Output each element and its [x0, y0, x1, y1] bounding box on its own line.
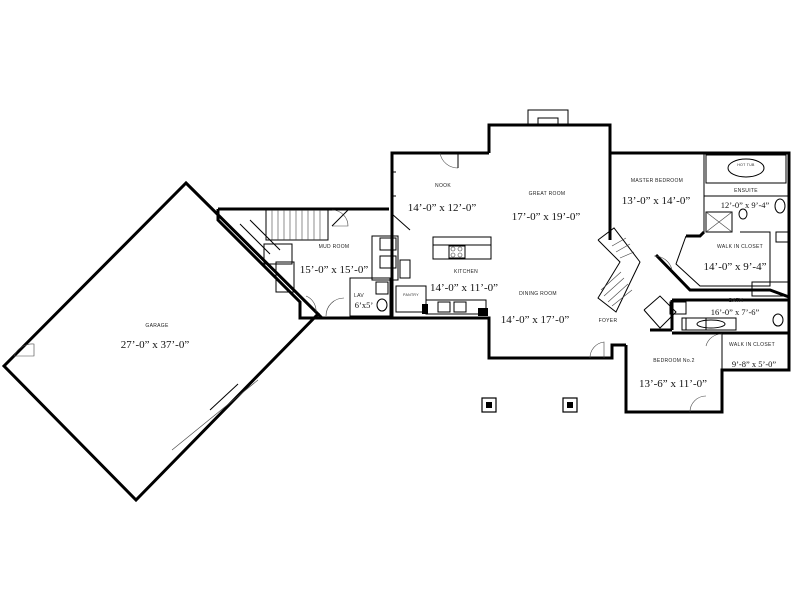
garage [1, 180, 321, 503]
lav-dim: 6’x5’ [355, 300, 374, 310]
porch-posts [481, 397, 578, 413]
mud-room-dim: 15’-0” x 15’-0” [300, 264, 369, 276]
bedroom2-dim: 13’-6” x 11’-0” [639, 378, 707, 390]
garage-name: GARAGE [145, 323, 169, 329]
bedroom2-name: BEDROOM No.2 [653, 358, 694, 364]
garage-dim: 27’-0” x 37’-0” [121, 339, 190, 351]
lav-name: LAV [354, 293, 364, 299]
wic-dim: 14’-0” x 9’-4” [704, 261, 767, 273]
master-dim: 13’-0” x 14’-0” [622, 195, 691, 207]
great-room-dim: 17’-0” x 19’-0” [512, 211, 581, 223]
ensuite-dim: 12’-0” x 9’-4” [721, 200, 770, 210]
foyer-stairs [589, 227, 707, 359]
nook-dim: 14’-0” x 12’-0” [408, 202, 477, 214]
kitchen-name: KITCHEN [454, 269, 478, 275]
master-name: MASTER BEDROOM [631, 178, 683, 184]
house-walls [390, 109, 791, 414]
hot-tub-label: HOT TUB [737, 163, 755, 167]
kitchen-dim: 14’-0” x 11’-0” [430, 282, 498, 294]
pantry-label: PANTRY [403, 293, 419, 297]
ensuite-fixtures [653, 154, 789, 413]
nook-name: NOOK [435, 183, 451, 189]
dining-name: DINING ROOM [519, 291, 557, 297]
walkin2-name: WALK IN CLOSET [729, 342, 775, 348]
bath-name: BATH [729, 298, 743, 304]
ensuite-name: ENSUITE [734, 188, 758, 194]
bath-dim: 16’-0” x 7’-6” [711, 307, 760, 317]
walkin2-dim: 9’-8” x 5’-0” [732, 359, 777, 369]
dining-dim: 14’-0” x 17’-0” [501, 314, 570, 326]
great-room-name: GREAT ROOM [529, 191, 566, 197]
wic-name: WALK IN CLOSET [717, 244, 763, 250]
kitchen-fixtures [391, 152, 492, 316]
foyer-name: FOYER [599, 318, 618, 324]
mud-room-name: MUD ROOM [319, 244, 350, 250]
